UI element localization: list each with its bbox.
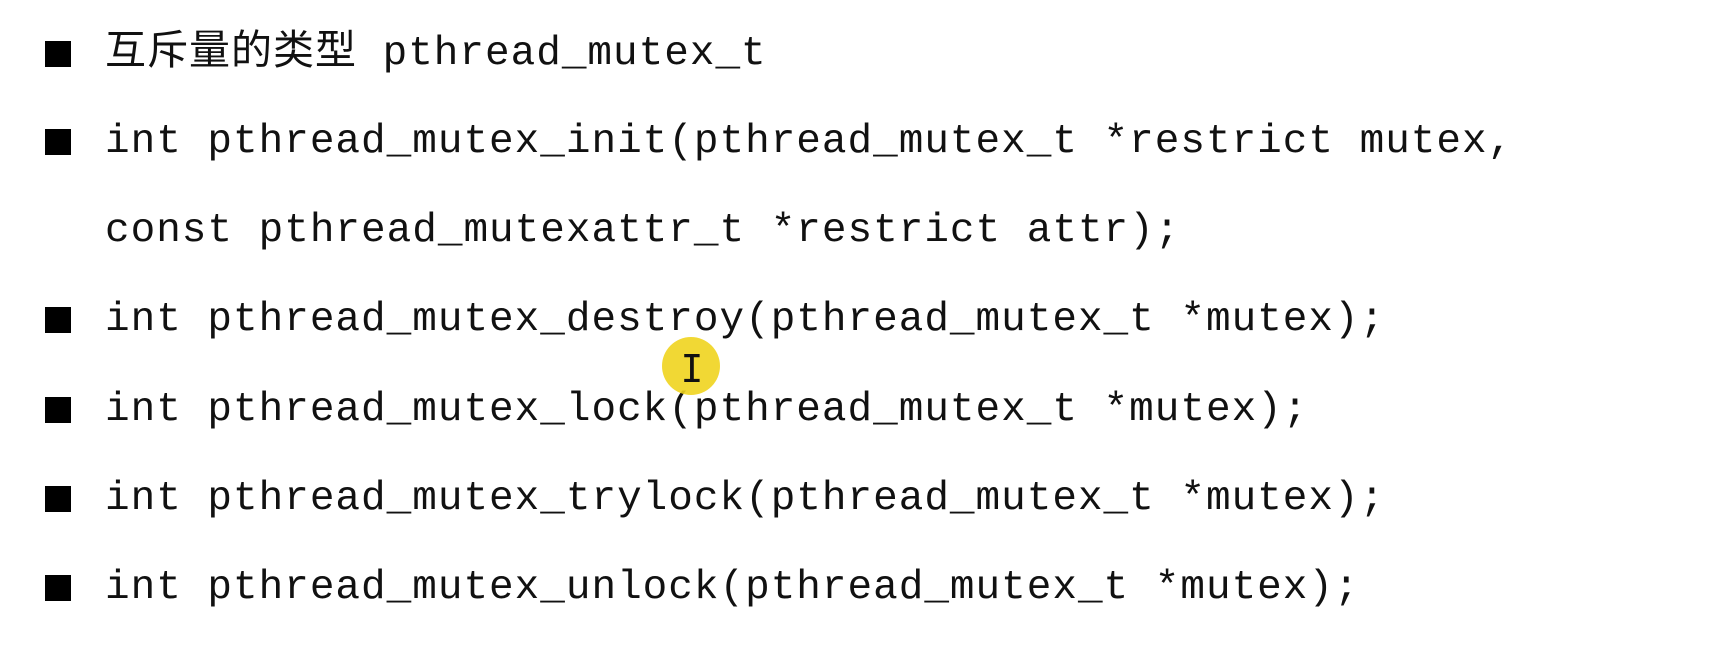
- square-bullet-icon: [45, 129, 71, 155]
- square-bullet-icon: [45, 575, 71, 601]
- square-bullet-icon: [45, 307, 71, 333]
- bullet-text: int pthread_mutex_lock(pthread_mutex_t *…: [105, 387, 1309, 433]
- square-bullet-icon: [45, 41, 71, 67]
- bullet-text-continuation: const pthread_mutexattr_t *restrict attr…: [105, 208, 1181, 254]
- text-cursor-icon: I: [680, 347, 704, 391]
- bullet-text: int pthread_mutex_trylock(pthread_mutex_…: [105, 476, 1386, 522]
- cursor-highlight: [662, 337, 720, 395]
- square-bullet-icon: [45, 486, 71, 512]
- bullet-text: int pthread_mutex_unlock(pthread_mutex_t…: [105, 565, 1360, 611]
- bullet-text: 互斥量的类型 pthread_mutex_t: [105, 31, 767, 77]
- bullet-text: int pthread_mutex_destroy(pthread_mutex_…: [105, 297, 1386, 343]
- square-bullet-icon: [45, 397, 71, 423]
- bullet-text: int pthread_mutex_init(pthread_mutex_t *…: [105, 119, 1514, 165]
